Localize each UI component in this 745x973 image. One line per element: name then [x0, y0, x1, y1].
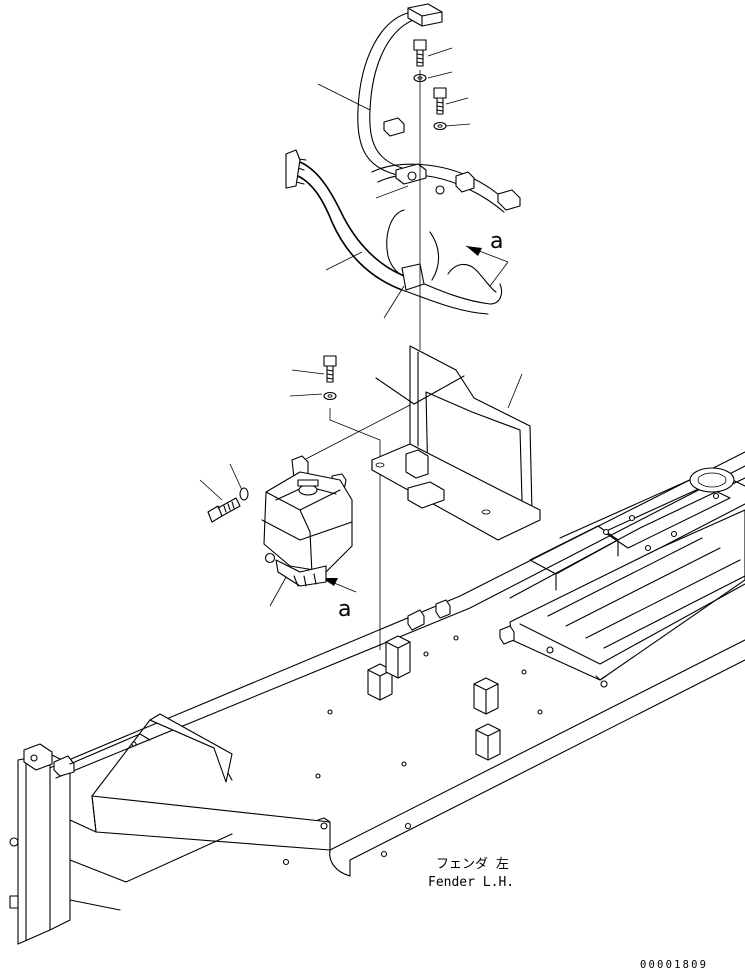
bolt-icon [207, 355, 337, 523]
washer-icon [239, 391, 337, 501]
view-callout-a-lower: a [338, 597, 351, 622]
washer-icon [413, 73, 447, 131]
fender-frame-icon [9, 451, 745, 945]
bolt-icon [413, 39, 447, 115]
fender-label-jp: フェンダ 左 [436, 857, 509, 872]
bracket-icon [371, 345, 541, 541]
fender-label-en: Fender L.H. [428, 875, 514, 890]
drawing-number: 00001809 [640, 959, 708, 971]
view-callout-a-upper: a [490, 229, 503, 254]
view-arrow-icon [321, 245, 509, 593]
leader-lines [199, 47, 523, 650]
wire-harness-icon [285, 3, 521, 315]
reservoir-tank-icon [261, 455, 353, 587]
